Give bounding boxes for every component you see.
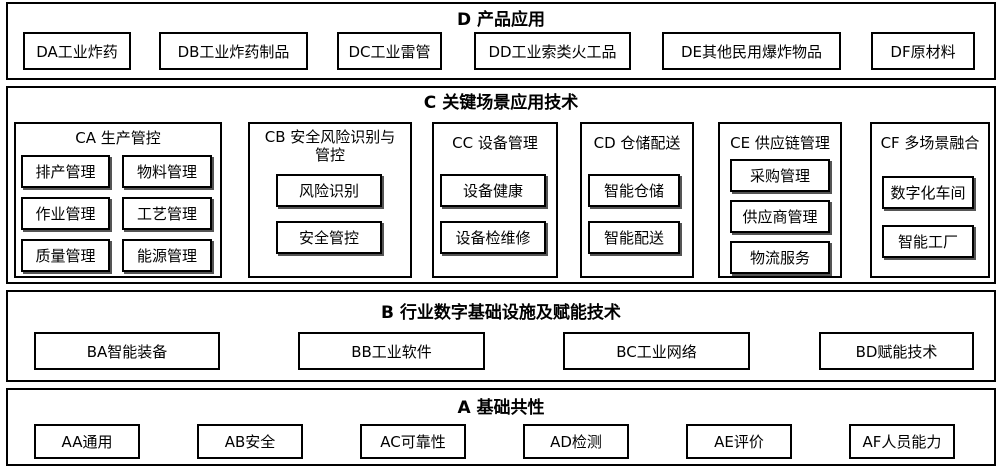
- layer-a-title: A 基础共性: [8, 398, 994, 418]
- layer-a-letter: A: [457, 398, 471, 418]
- box-da: DA工业炸药: [23, 32, 131, 70]
- box-ab: AB安全: [197, 424, 303, 459]
- layer-b-title-text: 行业数字基础设施及赋能技术: [399, 303, 621, 323]
- layer-c-title-text: 关键场景应用技术: [442, 93, 579, 113]
- layer-b-title: B 行业数字基础设施及赋能技术: [8, 303, 994, 323]
- layer-b-digital-infrastructure: B 行业数字基础设施及赋能技术 BA智能装备 BB工业软件 BC工业网络 BD赋…: [6, 290, 996, 382]
- box-dc: DC工业雷管: [337, 32, 442, 70]
- box-db: DB工业炸药制品: [159, 32, 308, 70]
- layer-d-letter: D: [456, 10, 472, 30]
- ca-item-3: 作业管理: [21, 197, 110, 230]
- layer-c-key-scenario-tech: C 关键场景应用技术 CA 生产管控 排产管理 物料管理 作业管理 工艺管理 质…: [6, 86, 996, 284]
- box-dd: DD工业索类火工品: [474, 32, 631, 70]
- box-ba: BA智能装备: [34, 332, 220, 370]
- group-cb-safety-risk: CB 安全风险识别与 管控 风险识别 安全管控: [248, 122, 412, 278]
- group-ca-production-control: CA 生产管控 排产管理 物料管理 作业管理 工艺管理 质量管理 能源管理: [14, 122, 222, 278]
- group-cb-title-line1: CB 安全风险识别与: [264, 128, 396, 146]
- cb-item-1: 风险识别: [276, 174, 382, 207]
- box-bd: BD赋能技术: [819, 332, 974, 370]
- group-ca-title: CA 生产管控: [75, 129, 161, 147]
- ce-item-3: 物流服务: [730, 241, 830, 274]
- group-ce-title: CE 供应链管理: [730, 134, 830, 152]
- layer-c-title: C 关键场景应用技术: [8, 93, 994, 113]
- ca-item-1: 排产管理: [21, 155, 110, 188]
- ca-item-4: 工艺管理: [122, 197, 212, 230]
- cc-item-2: 设备检维修: [440, 221, 546, 254]
- group-cd-warehousing: CD 仓储配送 智能仓储 智能配送: [580, 122, 694, 278]
- box-ae: AE评价: [686, 424, 792, 459]
- cf-item-1: 数字化车间: [882, 176, 974, 209]
- group-cc-equipment: CC 设备管理 设备健康 设备检维修: [432, 122, 558, 278]
- layer-d-product-application: D 产品应用 DA工业炸药 DB工业炸药制品 DC工业雷管 DD工业索类火工品 …: [6, 2, 996, 80]
- box-ac: AC可靠性: [360, 424, 466, 459]
- layer-d-title-text: 产品应用: [477, 10, 546, 30]
- box-bb: BB工业软件: [298, 332, 485, 370]
- box-ad: AD检测: [523, 424, 629, 459]
- ca-item-6: 能源管理: [122, 239, 212, 272]
- group-cd-title: CD 仓储配送: [593, 134, 681, 152]
- cb-item-2: 安全管控: [276, 221, 382, 254]
- layer-b-letter: B: [381, 303, 395, 323]
- ca-item-2: 物料管理: [122, 155, 212, 188]
- cd-item-1: 智能仓储: [588, 174, 680, 207]
- group-cf-multi-scenario: CF 多场景融合 数字化车间 智能工厂: [870, 122, 990, 278]
- layer-c-letter: C: [423, 93, 437, 113]
- group-cb-title-line2: 管控: [314, 146, 345, 164]
- cc-item-1: 设备健康: [440, 174, 546, 207]
- box-aa: AA通用: [34, 424, 140, 459]
- box-bc: BC工业网络: [563, 332, 750, 370]
- group-cc-title: CC 设备管理: [452, 134, 538, 152]
- ca-item-5: 质量管理: [21, 239, 110, 272]
- layer-d-title: D 产品应用: [8, 10, 994, 30]
- group-cf-title: CF 多场景融合: [880, 134, 980, 152]
- layer-a-foundation: A 基础共性 AA通用 AB安全 AC可靠性 AD检测 AE评价 AF人员能力: [6, 388, 996, 466]
- layer-a-title-text: 基础共性: [476, 398, 545, 418]
- box-df: DF原材料: [871, 32, 975, 70]
- cd-item-2: 智能配送: [588, 221, 680, 254]
- box-af: AF人员能力: [849, 424, 955, 459]
- group-ce-supply-chain: CE 供应链管理 采购管理 供应商管理 物流服务: [718, 122, 842, 278]
- ce-item-2: 供应商管理: [730, 200, 830, 233]
- box-de: DE其他民用爆炸物品: [662, 32, 841, 70]
- cf-item-2: 智能工厂: [882, 225, 974, 258]
- ce-item-1: 采购管理: [730, 159, 830, 192]
